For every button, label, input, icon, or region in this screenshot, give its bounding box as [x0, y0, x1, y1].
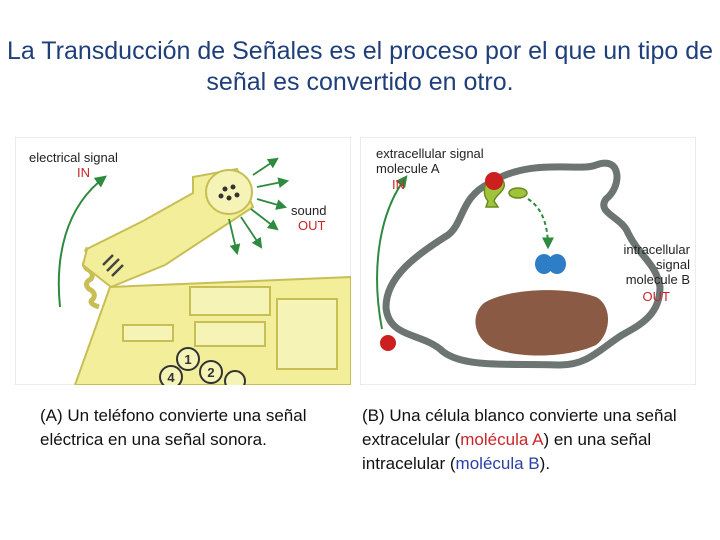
signal-label: signal — [656, 257, 690, 272]
keypad: 1 2 4 — [159, 347, 246, 385]
caption-b-text-3: ). — [539, 454, 551, 473]
sound-arrows — [228, 157, 290, 256]
caption-b-text-1: (B) Una célula blanco convierte una seña… — [362, 406, 677, 449]
molecule-a-free — [380, 335, 396, 351]
electrical-signal-label: electrical signal — [29, 150, 118, 165]
signal-in-arrow — [376, 175, 408, 330]
out-label: OUT — [298, 218, 326, 233]
molecule-b-label: molecule B — [626, 272, 690, 287]
intracellular-label: intracellular — [624, 242, 691, 257]
in-label: IN — [77, 165, 90, 180]
caption-a: (A) Un teléfono convierte una señal eléc… — [40, 406, 307, 449]
caption-b-molecule-b: molécula B — [455, 454, 540, 473]
extracellular-signal-label: extracellular signal — [376, 146, 484, 161]
caption-b: (B) Una célula blanco convierte una seña… — [362, 404, 712, 476]
telephone-illustration: 1 2 4 electrical signal IN sound OUT — [15, 137, 351, 385]
key-4: 4 — [167, 370, 175, 385]
caption-b-text-2: ) en una señal intracelular ( — [362, 430, 652, 473]
phone-base — [73, 275, 351, 385]
molecule-a-label: molecule A — [376, 161, 440, 176]
molecule-a-bound — [485, 172, 503, 190]
cell-illustration: extracellular signal molecule A IN intra… — [360, 137, 696, 385]
page-title: La Transducción de Señales es el proceso… — [6, 37, 714, 96]
key-2: 2 — [207, 365, 214, 380]
in-label: IN — [392, 177, 405, 192]
key-1: 1 — [184, 352, 191, 367]
phone-handset — [81, 167, 255, 289]
molecule-b — [535, 254, 566, 274]
cell-nucleus — [475, 290, 608, 356]
cell-membrane — [382, 159, 664, 369]
out-label: OUT — [643, 289, 671, 304]
transduction-arrow — [527, 198, 554, 250]
electrical-signal-arrow — [57, 175, 107, 308]
caption-b-molecule-a: molécula A — [460, 430, 544, 449]
sound-label: sound — [291, 203, 326, 218]
